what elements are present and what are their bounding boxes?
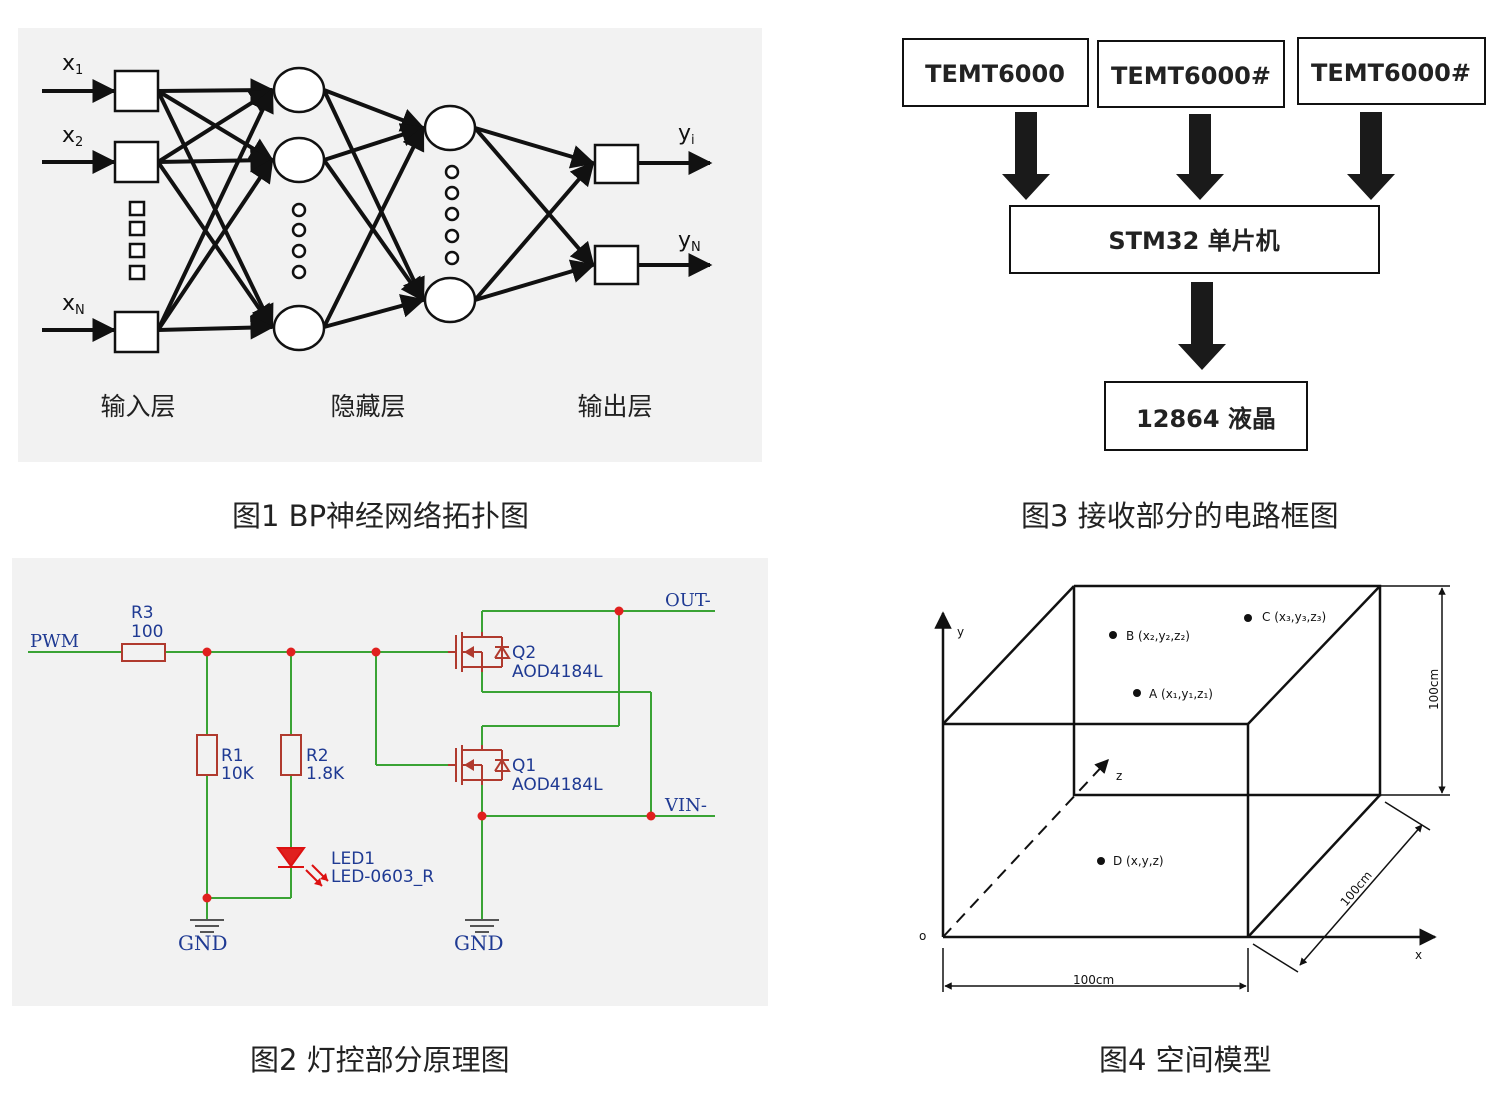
point-a-label: A (x₁,y₁,z₁) bbox=[1149, 687, 1213, 701]
fig1-network-diagram: x1 x2 xN yi yN 输入层 隐藏层 输出层 bbox=[42, 51, 713, 421]
point-d-marker bbox=[1097, 857, 1105, 865]
layer-label-output: 输出层 bbox=[577, 392, 652, 421]
fig2-schematic: PWM OUT- VIN- GND GND R3 100 R1 10K R2 1… bbox=[28, 590, 715, 955]
r2-name: R2 bbox=[306, 746, 329, 766]
width-dim-label: 100cm bbox=[1073, 973, 1114, 987]
led-name: LED1 bbox=[331, 849, 375, 869]
input-node bbox=[113, 69, 160, 113]
ground-symbol-2 bbox=[465, 919, 499, 933]
mosfet-q2 bbox=[448, 632, 511, 672]
arrow-sensor-2 bbox=[1176, 114, 1224, 200]
fig3-panel: TEMT6000 TEMT6000# TEMT6000# STM32 单片机 1… bbox=[880, 0, 1500, 540]
mosfet-q1 bbox=[448, 745, 511, 785]
hidden-node bbox=[272, 66, 326, 114]
output-node bbox=[593, 143, 640, 185]
input-node bbox=[113, 310, 160, 354]
output-node bbox=[593, 244, 640, 286]
sensor-box-3 bbox=[1297, 37, 1486, 105]
input-label-N: xN bbox=[62, 291, 85, 318]
y-axis-label: y bbox=[957, 625, 964, 639]
x-axis-label: x bbox=[1415, 948, 1422, 962]
depth-dim-label: 100cm bbox=[1338, 868, 1375, 909]
sensor-box-2 bbox=[1097, 40, 1285, 108]
gnd-label-1: GND bbox=[178, 931, 228, 955]
r1-name: R1 bbox=[221, 746, 244, 766]
r2-value: 1.8K bbox=[306, 764, 345, 784]
mcu-box bbox=[1009, 205, 1380, 274]
q1-name: Q1 bbox=[512, 756, 536, 776]
q2-name: Q2 bbox=[512, 643, 536, 663]
output-label-N: yN bbox=[678, 228, 701, 255]
resistor-r1 bbox=[196, 734, 218, 776]
depth-dimension bbox=[1299, 824, 1423, 966]
fig2-background bbox=[12, 558, 768, 1006]
mcu-label: STM32 单片机 bbox=[1108, 227, 1279, 255]
gnd-label-2: GND bbox=[454, 931, 504, 955]
fig3-block-diagram: TEMT6000 TEMT6000# TEMT6000# STM32 单片机 1… bbox=[902, 37, 1486, 451]
resistor-r2 bbox=[280, 734, 302, 776]
point-b-marker bbox=[1109, 631, 1117, 639]
point-d-label: D (x,y,z) bbox=[1113, 854, 1164, 868]
arrow-mcu-lcd bbox=[1178, 282, 1226, 370]
led1 bbox=[276, 847, 329, 887]
resistor-r3 bbox=[121, 643, 166, 662]
hidden-node-2 bbox=[423, 104, 477, 152]
z-axis bbox=[942, 758, 1109, 938]
q1-value: AOD4184L bbox=[512, 775, 603, 795]
origin-label: o bbox=[919, 929, 926, 943]
fig2-caption: 图2 灯控部分原理图 bbox=[250, 1043, 510, 1077]
out-label: OUT- bbox=[665, 590, 711, 611]
hidden-node bbox=[272, 136, 326, 184]
fig1-caption: 图1 BP神经网络拓扑图 bbox=[232, 499, 530, 533]
fig1-panel: x1 x2 xN yi yN 输入层 隐藏层 输出层 图1 BP神经网络拓扑图 bbox=[0, 0, 780, 540]
point-a-marker bbox=[1133, 689, 1141, 697]
vin-label: VIN- bbox=[664, 795, 707, 816]
lcd-box bbox=[1104, 381, 1308, 451]
sensor-label-2: TEMT6000# bbox=[1111, 62, 1271, 90]
output-label-1: yi bbox=[678, 121, 695, 148]
r3-name: R3 bbox=[131, 603, 154, 623]
layer-label-input: 输入层 bbox=[100, 392, 175, 421]
input-label-1: x1 bbox=[62, 51, 83, 78]
arrow-sensor-3 bbox=[1347, 112, 1395, 200]
point-b-label: B (x₂,y₂,z₂) bbox=[1126, 629, 1190, 643]
fig4-space-model: B (x₂,y₂,z₂) C (x₃,y₃,z₃) A (x₁,y₁,z₁) D… bbox=[919, 584, 1450, 992]
layer-label-hidden: 隐藏层 bbox=[330, 392, 405, 421]
sensor-box-1 bbox=[902, 38, 1089, 107]
hidden-node bbox=[272, 304, 326, 352]
sensor-label-3: TEMT6000# bbox=[1311, 59, 1471, 87]
point-c-label: C (x₃,y₃,z₃) bbox=[1262, 610, 1326, 624]
fig2-panel: PWM OUT- VIN- GND GND R3 100 R1 10K R2 1… bbox=[0, 540, 780, 1101]
hidden-node-2 bbox=[423, 276, 477, 324]
ground-symbol-1 bbox=[190, 919, 224, 933]
q2-value: AOD4184L bbox=[512, 662, 603, 682]
pwm-label: PWM bbox=[30, 631, 79, 652]
input-label-2: x2 bbox=[62, 123, 83, 150]
height-dim-label: 100cm bbox=[1427, 669, 1441, 710]
fig3-caption: 图3 接收部分的电路框图 bbox=[1021, 499, 1339, 533]
r3-value: 100 bbox=[131, 622, 163, 642]
sensor-label-1: TEMT6000 bbox=[925, 60, 1065, 88]
point-c-marker bbox=[1244, 614, 1252, 622]
fig4-caption: 图4 空间模型 bbox=[1099, 1043, 1272, 1077]
z-axis-label: z bbox=[1116, 769, 1122, 783]
lcd-label: 12864 液晶 bbox=[1136, 405, 1276, 433]
arrow-sensor-1 bbox=[1002, 112, 1050, 200]
input-node bbox=[113, 140, 160, 184]
led-value: LED-0603_R bbox=[331, 867, 434, 887]
r1-value: 10K bbox=[221, 764, 255, 784]
fig4-panel: B (x₂,y₂,z₂) C (x₃,y₃,z₃) A (x₁,y₁,z₁) D… bbox=[880, 540, 1500, 1101]
